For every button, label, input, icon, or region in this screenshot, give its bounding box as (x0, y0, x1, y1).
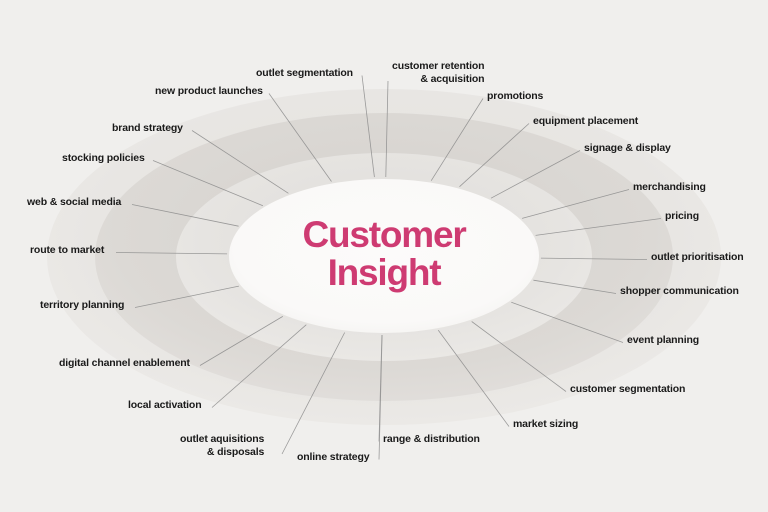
leader-line-new-product-launches (268, 93, 332, 182)
leader-line-signage-display (490, 150, 581, 199)
label-customer-segmentation: customer segmentation (570, 383, 686, 395)
leader-line-merchandising (521, 189, 630, 219)
leader-line-promotions (430, 98, 484, 181)
label-outlet-prioritisation: outlet prioritisation (651, 251, 744, 263)
label-brand-strategy: brand strategy (112, 122, 183, 134)
leader-line-pricing (535, 218, 662, 236)
label-pricing: pricing (665, 210, 699, 222)
leader-line-territory-planning (134, 285, 239, 308)
leader-line-route-to-market (115, 252, 228, 255)
leader-line-online-strategy (378, 334, 383, 460)
label-shopper-communication: shopper communication (620, 285, 739, 297)
leader-lines (115, 75, 662, 460)
label-event-planning: event planning (627, 334, 699, 346)
center-title-line2: Insight (327, 252, 442, 293)
center-title: Customer Insight (224, 216, 544, 292)
leader-line-market-sizing (437, 329, 510, 427)
label-signage-display: signage & display (584, 142, 671, 154)
center-title-line1: Customer (302, 214, 466, 255)
label-outlet-aquisitions: outlet aquisitions& disposals (180, 433, 265, 458)
label-new-product-launches: new product launches (155, 85, 263, 97)
leader-line-local-activation (211, 324, 307, 408)
leader-line-customer-retention (385, 80, 389, 178)
leader-line-stocking-policies (152, 160, 264, 207)
leader-line-brand-strategy (191, 130, 289, 194)
leader-line-web-social-media (131, 204, 239, 227)
label-promotions: promotions (487, 90, 544, 102)
leader-line-outlet-segmentation (361, 75, 375, 178)
label-merchandising: merchandising (633, 181, 706, 193)
label-stocking-policies: stocking policies (62, 152, 145, 164)
label-route-to-market: route to market (30, 244, 105, 256)
ring-core (229, 179, 539, 333)
label-outlet-segmentation: outlet segmentation (256, 67, 353, 79)
label-territory-planning: territory planning (40, 299, 125, 311)
label-customer-retention: customer retention& acquisition (392, 60, 485, 85)
label-market-sizing: market sizing (513, 418, 579, 430)
label-online-strategy: online strategy (297, 451, 370, 463)
leader-line-equipment-placement (459, 123, 530, 187)
label-range-distribution: range & distribution (383, 433, 480, 445)
leader-line-shopper-communication (533, 279, 617, 294)
leader-line-outlet-aquisitions (281, 332, 346, 455)
leader-line-event-planning (511, 301, 624, 343)
label-digital-channel-enablement: digital channel enablement (59, 357, 190, 369)
leader-line-outlet-prioritisation (540, 257, 648, 260)
leader-line-digital-channel-enablement (199, 316, 284, 366)
leader-line-customer-segmentation (471, 321, 567, 392)
label-web-social-media: web & social media (27, 196, 122, 208)
label-local-activation: local activation (128, 399, 202, 411)
label-equipment-placement: equipment placement (533, 115, 639, 127)
